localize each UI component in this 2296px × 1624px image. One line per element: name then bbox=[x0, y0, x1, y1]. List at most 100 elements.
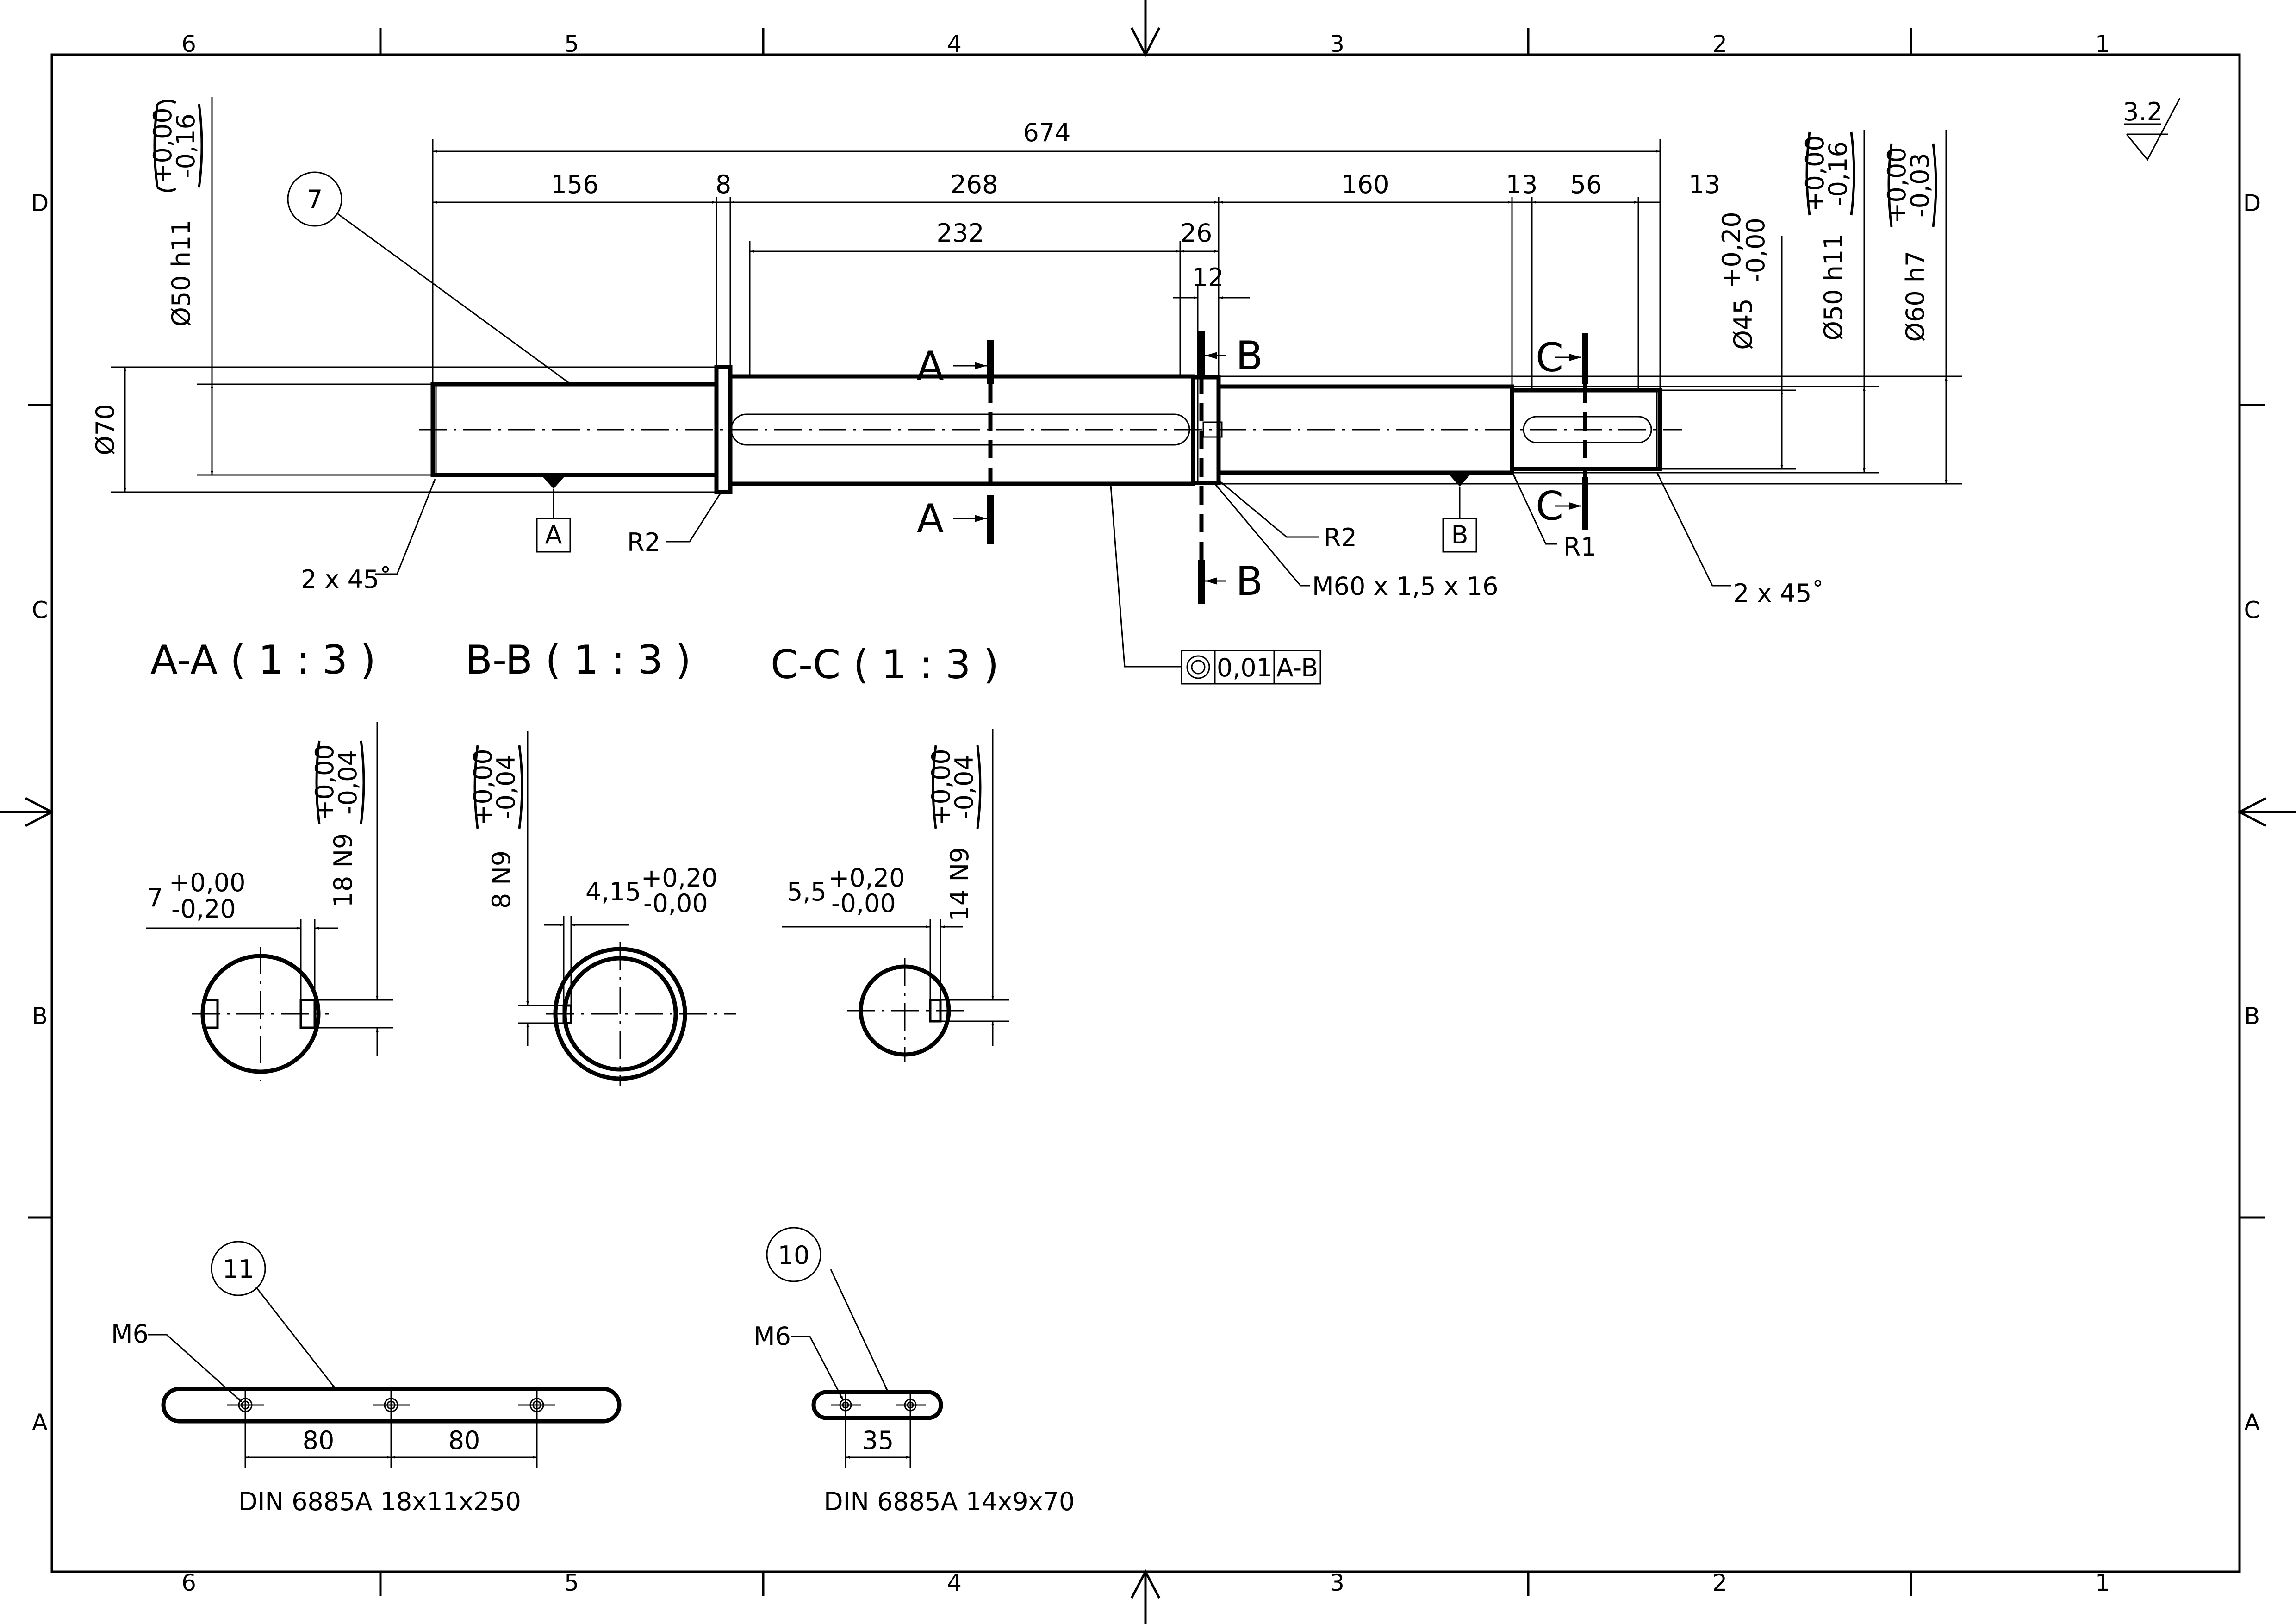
section-b-width-tol-upper: +0,00 bbox=[468, 749, 498, 825]
section-c-width-tol-upper: +0,00 bbox=[927, 749, 956, 825]
frame-row-d-left: D bbox=[31, 190, 49, 217]
section-a-depth-tol-lower: -0,20 bbox=[171, 894, 236, 924]
section-a-label-top: A bbox=[917, 343, 944, 389]
key-10-view: 10 M6 35 DIN 6885A 14x9x70 bbox=[753, 1227, 1075, 1516]
section-c-depth: 5,5 bbox=[787, 877, 827, 906]
section-b-depth-tol-upper: +0,20 bbox=[641, 863, 717, 893]
section-b-title: B-B ( 1 : 3 ) bbox=[465, 637, 691, 683]
section-c-label-top: C bbox=[1536, 335, 1563, 381]
frame-row-b-left: B bbox=[32, 1003, 48, 1030]
item-balloon-7: 7 bbox=[287, 171, 569, 383]
key-11-spec: DIN 6885A 18x11x250 bbox=[238, 1487, 521, 1516]
frame-row-a-left: A bbox=[32, 1409, 48, 1436]
frame-col-2-bottom: 2 bbox=[1712, 1569, 1727, 1596]
radius-left-note: R2 bbox=[627, 528, 660, 557]
frame-col-4-top: 4 bbox=[947, 31, 962, 57]
datum-b: B bbox=[1442, 474, 1477, 553]
surface-finish-symbol: 3.2 bbox=[2123, 97, 2181, 161]
section-cut-a: A A bbox=[917, 340, 994, 544]
concentricity-tolerance-frame: 0,01 A-B bbox=[1181, 650, 1321, 685]
dim-collar-diameter: Ø70 bbox=[91, 404, 120, 455]
radius-mid-note: R2 bbox=[1324, 523, 1357, 552]
tolerance-brackets bbox=[153, 100, 1937, 227]
section-b-width-tol-lower: -0,04 bbox=[492, 755, 521, 819]
key-11-spacing-2: 80 bbox=[448, 1426, 480, 1455]
surface-finish-value: 3.2 bbox=[2123, 97, 2163, 126]
frame-col-6-bottom: 6 bbox=[181, 1569, 196, 1596]
frame-col-2-top: 2 bbox=[1712, 31, 1727, 57]
frame-row-c-right: C bbox=[2244, 597, 2260, 624]
chamfer-left-note: 2 x 45˚ bbox=[301, 565, 392, 594]
dim-right-journal-diameter-tol-upper: +0,00 bbox=[1800, 135, 1829, 212]
section-b-label-bottom: B bbox=[1236, 558, 1263, 605]
section-a-width: 18 N9 bbox=[329, 833, 358, 908]
frame-row-a-right: A bbox=[2244, 1409, 2260, 1436]
shaft-main-view bbox=[419, 365, 1682, 494]
frame-col-5-bottom: 5 bbox=[564, 1569, 579, 1596]
shaft-keyway-slot-a bbox=[730, 413, 1190, 446]
horizontal-dimension-lines bbox=[433, 150, 1660, 299]
section-a-label-bottom: A bbox=[917, 496, 944, 542]
key-10-thread: M6 bbox=[753, 1322, 791, 1351]
concentricity-reference: A-B bbox=[1276, 653, 1318, 682]
section-c-depth-tol-upper: +0,20 bbox=[828, 863, 905, 893]
datum-b-label: B bbox=[1451, 520, 1468, 550]
dim-middle-diameter-tol-lower: -0,03 bbox=[1905, 153, 1935, 218]
key-11-view: 11 M6 80 80 DIN 6885A 18x11x250 bbox=[111, 1241, 622, 1516]
section-cut-b: B B bbox=[1198, 331, 1263, 605]
dim-overall-length: 674 bbox=[1023, 118, 1070, 147]
dim-left-diameter-tol-upper: +0,00 bbox=[148, 107, 177, 184]
frame-row-b-right: B bbox=[2244, 1003, 2260, 1030]
section-c-title: C-C ( 1 : 3 ) bbox=[771, 642, 999, 688]
key-11-thread: M6 bbox=[111, 1319, 149, 1349]
frame-col-3-top: 3 bbox=[1330, 31, 1344, 57]
section-a-width-tol-lower: -0,04 bbox=[333, 750, 362, 815]
key-10-spacing-1: 35 bbox=[862, 1426, 894, 1455]
frame-col-6-top: 6 bbox=[181, 31, 196, 57]
frame-row-d-right: D bbox=[2243, 190, 2261, 217]
dim-left-diameter: Ø50 h11 bbox=[167, 219, 196, 326]
datum-a-label: A bbox=[545, 520, 562, 550]
dim-right-step-2: 13 bbox=[1689, 170, 1721, 199]
extension-lines bbox=[111, 139, 1962, 493]
key-11-balloon: 11 bbox=[223, 1255, 255, 1284]
section-c-depth-tol-lower: -0,00 bbox=[831, 889, 896, 918]
dim-right-journal-length: 160 bbox=[1341, 170, 1389, 199]
section-a-width-tol-upper: +0,00 bbox=[310, 744, 339, 820]
dim-collar-width: 8 bbox=[716, 170, 731, 199]
radius-right-note: R1 bbox=[1563, 532, 1597, 562]
frame-col-1-top: 1 bbox=[2095, 31, 2110, 57]
shaft-keyway-slot-c bbox=[1523, 416, 1652, 443]
section-a-depth: 7 bbox=[147, 883, 163, 912]
dim-right-keyway-length: 56 bbox=[1570, 170, 1602, 199]
leader-lines bbox=[375, 472, 1731, 668]
dim-left-journal-length: 156 bbox=[551, 170, 598, 199]
dim-thread-length: 26 bbox=[1181, 219, 1213, 248]
dim-right-end-diameter-tol-upper: +0,20 bbox=[1717, 212, 1746, 288]
chamfer-right-note: 2 x 45˚ bbox=[1733, 579, 1824, 608]
frame-row-c-left: C bbox=[32, 597, 48, 624]
section-b-depth: 4,15 bbox=[585, 877, 641, 906]
frame-col-5-top: 5 bbox=[564, 31, 579, 57]
concentricity-value: 0,01 bbox=[1217, 653, 1272, 682]
section-view-a: 7 +0,00 -0,20 18 N9 +0,00 -0,04 bbox=[146, 722, 393, 1081]
frame-col-4-bottom: 4 bbox=[947, 1569, 962, 1596]
key-10-spec: DIN 6885A 14x9x70 bbox=[824, 1487, 1075, 1516]
section-b-label-top: B bbox=[1236, 333, 1263, 379]
datum-a: A bbox=[536, 476, 571, 553]
thread-note: M60 x 1,5 x 16 bbox=[1312, 572, 1498, 601]
section-cut-c: C C bbox=[1536, 333, 1588, 530]
section-c-label-bottom: C bbox=[1536, 483, 1563, 530]
section-b-depth-tol-lower: -0,00 bbox=[643, 889, 708, 918]
dim-right-journal-diameter: Ø50 h11 bbox=[1819, 233, 1848, 340]
section-a-title: A-A ( 1 : 3 ) bbox=[150, 637, 376, 683]
section-c-width: 14 N9 bbox=[945, 847, 974, 922]
dim-right-journal-diameter-tol-lower: -0,16 bbox=[1823, 141, 1853, 206]
vertical-dimension-lines bbox=[124, 97, 1948, 492]
dim-right-end-diameter-tol-lower: -0,00 bbox=[1741, 218, 1770, 282]
key-11-spacing-1: 80 bbox=[303, 1426, 335, 1455]
frame-col-3-bottom: 3 bbox=[1330, 1569, 1344, 1596]
dim-middle-length: 268 bbox=[950, 170, 998, 199]
section-a-depth-tol-upper: +0,00 bbox=[169, 868, 245, 897]
